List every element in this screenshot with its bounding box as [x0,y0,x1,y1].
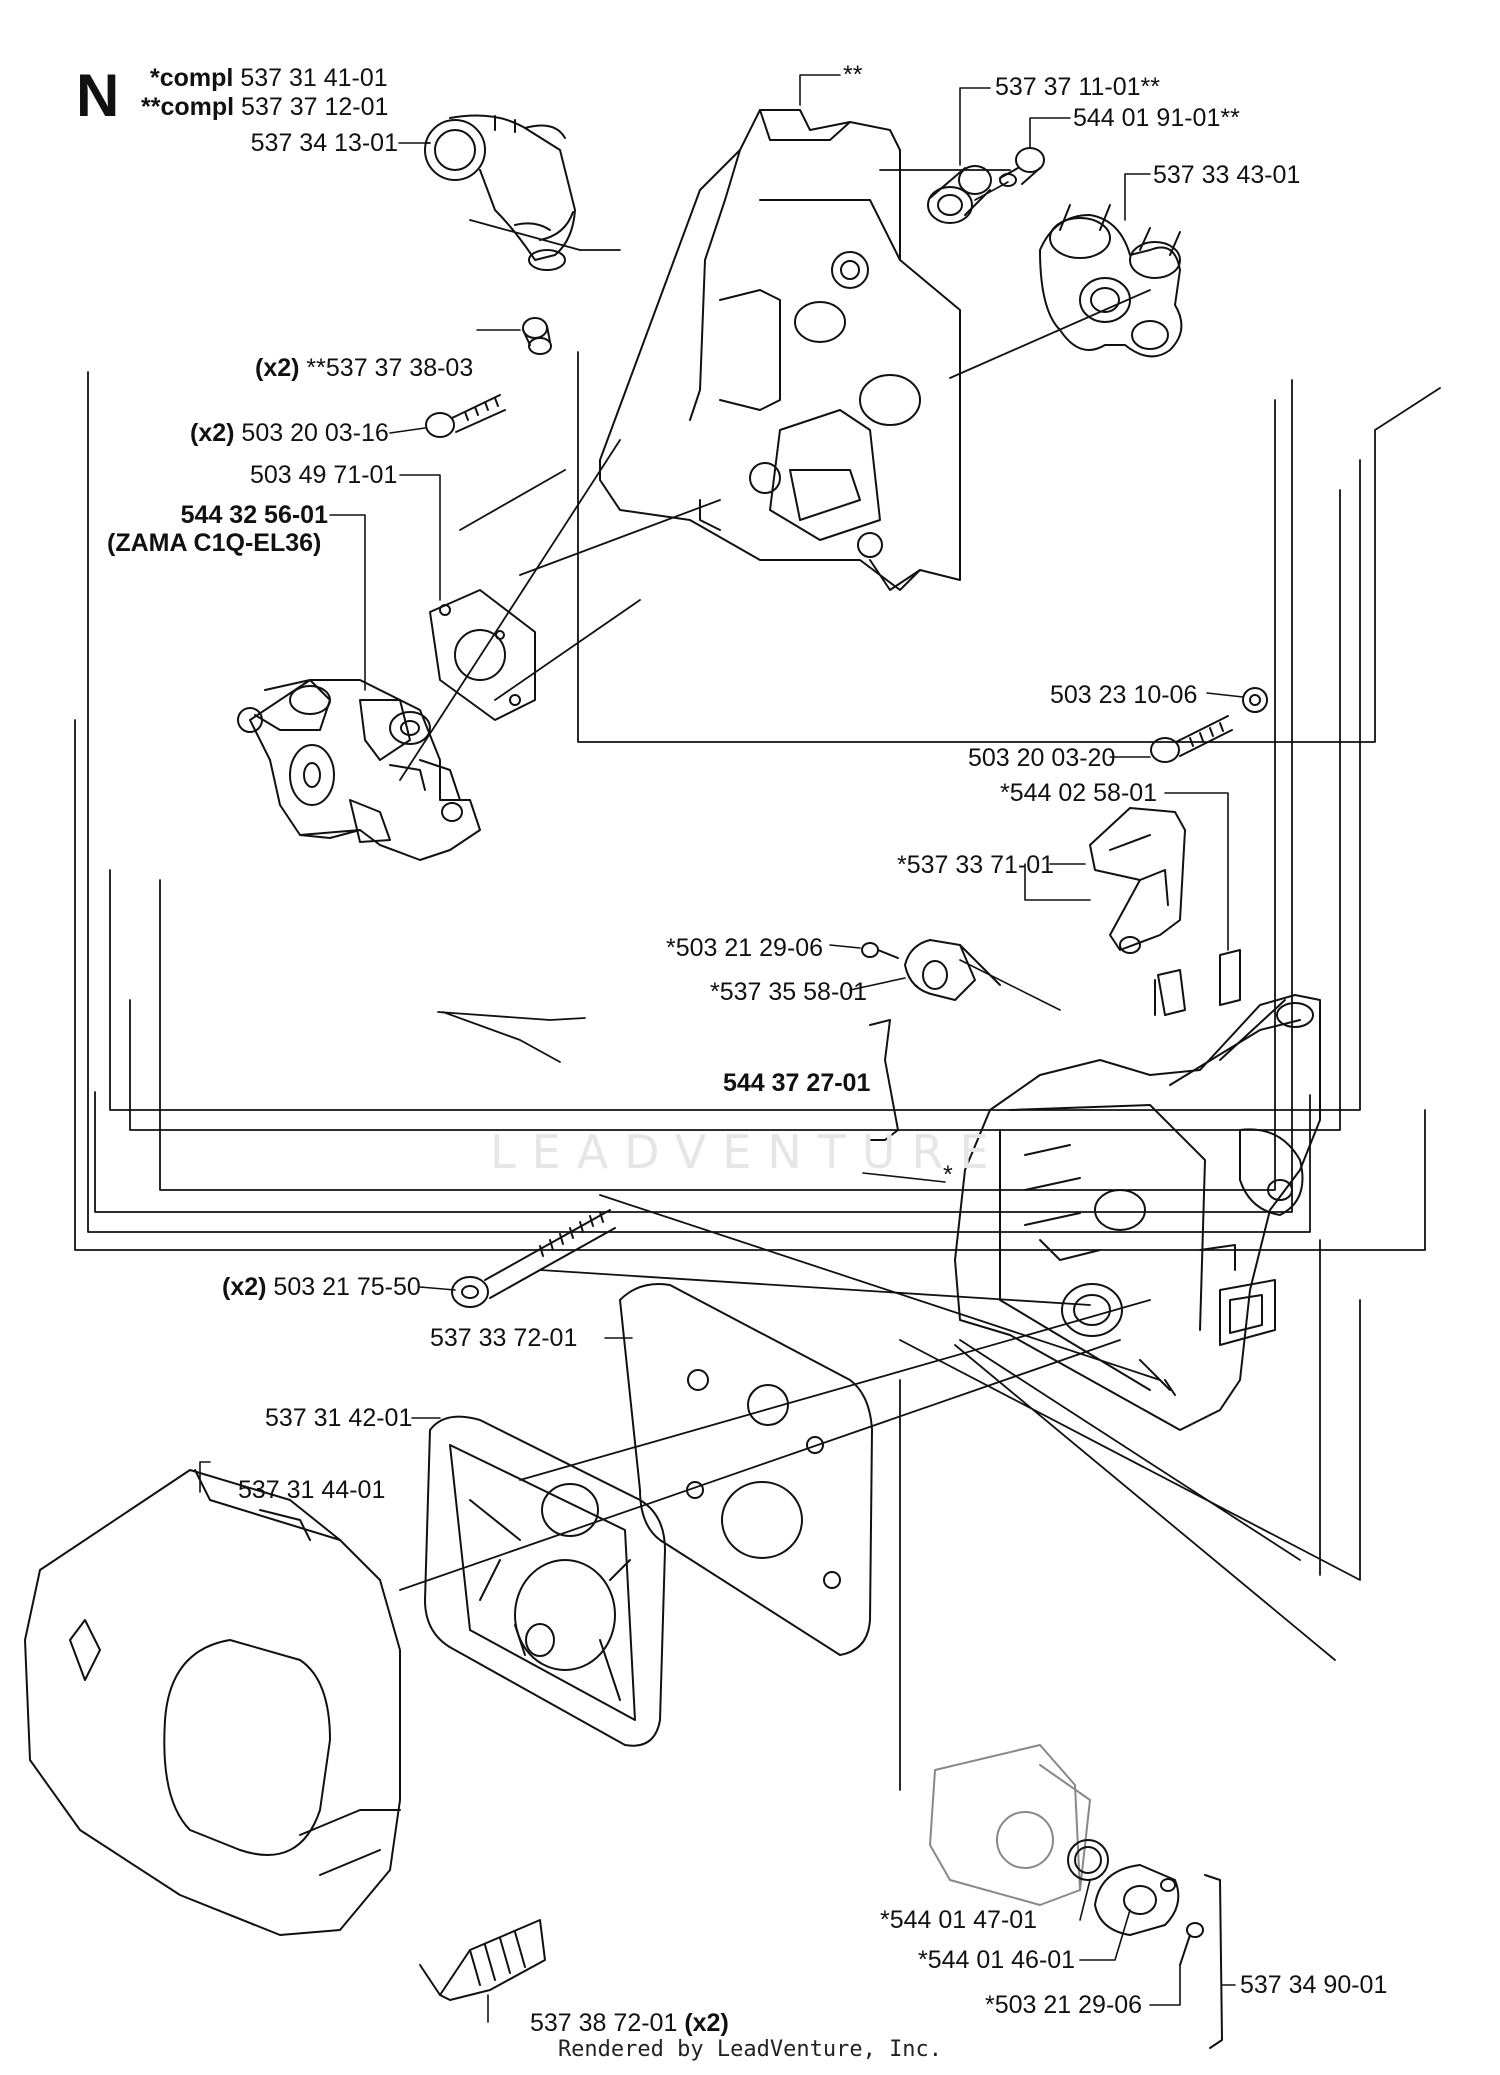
label-valve-screw: *503 21 29-06 [985,1991,1143,2019]
label-choke-lever: *544 02 58-01 [1000,779,1158,807]
footer-credit: Rendered by LeadVenture, Inc. [557,2037,943,2062]
intake-elbow [424,114,576,271]
label-carburetor: 544 32 56-01 [180,501,328,529]
damper-plate [1039,204,1183,358]
link-rod [1204,1874,1223,2049]
label-bracket-screw: (x2) 503 20 03-16 [190,419,389,447]
choke-valve [904,939,1001,1001]
label-filter-gasket: 537 33 72-01 [430,1324,578,1352]
label-small-screw: 544 01 91-01** [1073,104,1240,132]
label-carburetor-model: (ZAMA C1Q-EL36) [107,529,322,557]
watermark: LEADVENTURE [490,1125,1005,1179]
bushing [927,165,992,224]
label-cover: 537 31 44-01 [238,1476,386,1504]
label-housing: * [943,1161,953,1189]
valve-seal [1067,1839,1109,1881]
choke-lever-insert [1154,949,1241,1016]
label-long-screw: (x2) 503 21 75-50 [222,1273,421,1301]
label-choke-valve: *537 35 58-01 [710,978,868,1006]
cover-clip [419,1919,546,2001]
small-screw [999,147,1045,187]
assembly-guide-lines [74,169,1441,1791]
carburetor-gasket [429,589,536,721]
air-filter-cover [24,1469,401,1936]
label-bracket: ** [843,61,863,89]
air-filter-housing [954,994,1321,1431]
valve-disc [1094,1864,1180,1936]
carburetor-bracket [599,109,961,591]
label-housing-screw: 503 20 03-20 [968,744,1116,772]
label-washer: 503 23 10-06 [1050,681,1198,709]
kit-compl-1: *compl 537 31 41-01 [150,64,388,92]
label-choke-arm: *537 33 71-01 [897,851,1055,879]
label-link-rod: 537 34 90-01 [1240,1971,1388,1999]
housing-screw [1150,715,1233,763]
carburetor [237,679,481,861]
label-valve-seal: *544 01 47-01 [880,1906,1038,1934]
choke-arm [1089,807,1186,954]
washer [1242,687,1268,713]
label-choke-rod: 544 37 27-01 [723,1069,871,1097]
section-letter: N [76,62,120,129]
long-screw [451,1209,616,1308]
valve-plate-assembly [929,1744,1091,1906]
label-valve-disc: *544 01 46-01 [918,1946,1076,1974]
air-filter [424,1415,666,1747]
kit-compl-2: **compl 537 37 12-01 [141,93,389,121]
label-spacer: (x2) **537 37 38-03 [255,354,474,382]
filter-gasket [619,1283,873,1656]
choke-screw [861,942,899,959]
label-bushing: 537 37 11-01** [995,73,1160,101]
label-intake-elbow: 537 34 13-01 [250,129,398,157]
valve-screw [1179,1922,1204,1966]
spacer [522,317,552,355]
label-leaders [199,74,1244,2023]
label-clip: 537 38 72-01 (x2) [530,2009,729,2037]
label-damper-plate: 537 33 43-01 [1153,161,1301,189]
label-choke-screw: *503 21 29-06 [666,934,824,962]
choke-rod [869,1019,899,1141]
label-carb-gasket: 503 49 71-01 [250,461,398,489]
bracket-screw [425,394,506,438]
label-air-filter: 537 31 42-01 [265,1404,413,1432]
